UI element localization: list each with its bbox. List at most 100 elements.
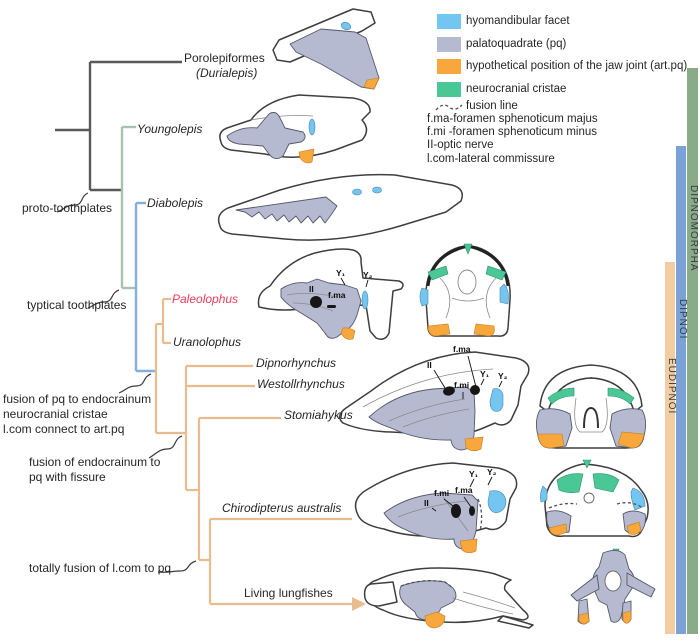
y2-label: Y₂ bbox=[363, 270, 373, 280]
foramen-minus-label: f.mi bbox=[434, 488, 450, 498]
node-proto-toothplates: proto-toothplates bbox=[22, 201, 113, 215]
clade-bar-eudipnoi bbox=[665, 262, 675, 634]
median-fossa bbox=[457, 269, 477, 295]
hyomandibular-facet-region bbox=[352, 188, 362, 196]
node-line: fusion of endocrainum to bbox=[29, 455, 161, 469]
foramen-majus-mark bbox=[469, 506, 475, 516]
legend-swatch-palatoquadrate bbox=[437, 37, 461, 52]
skull-porolepiformes-lateral bbox=[263, 2, 393, 97]
optic-nerve-label: II bbox=[424, 498, 429, 508]
hyomandibular-facet-left bbox=[419, 287, 429, 307]
hyomandibular-facet-region bbox=[489, 388, 504, 412]
jaw-joint-left bbox=[427, 323, 451, 337]
skull-dipnorhynchus-posterior bbox=[526, 356, 656, 461]
skull-living-lungfish-posterior bbox=[563, 543, 663, 635]
jaw-joint-right bbox=[617, 431, 645, 449]
taxon-diabolepis: Diabolepis bbox=[147, 196, 204, 210]
jaw-joint-right bbox=[626, 521, 642, 535]
cristae-left bbox=[547, 387, 575, 405]
foramen-majus-label: f.ma bbox=[328, 290, 346, 300]
legend-swatch-cristae bbox=[437, 82, 461, 97]
clade-label-dipnomorpha: DIPNOMORPHA bbox=[688, 185, 699, 272]
hyomandibular-facet-region bbox=[361, 290, 369, 310]
skull-paleolophus-lateral: II f.ma Y₁ Y₂ bbox=[253, 243, 433, 350]
skull-outline bbox=[219, 94, 371, 158]
cristae-top bbox=[463, 243, 473, 255]
jaw-joint-right bbox=[473, 323, 495, 337]
optic-nerve-foramen bbox=[443, 386, 455, 396]
y1-label: Y₁ bbox=[469, 469, 479, 479]
taxon-youngolepis: Youngolepis bbox=[137, 122, 203, 136]
skull-chirodipterus-posterior bbox=[533, 456, 661, 548]
jaw-joint-region bbox=[340, 327, 356, 340]
node-fusion-endocrainum-pq: fusion of endocrainum to pq with fissure bbox=[29, 455, 160, 485]
pq-region bbox=[289, 28, 380, 90]
hyomandibular-facet-region-2 bbox=[372, 186, 382, 194]
taxon-stomiahykus: Stomiahykus bbox=[284, 408, 353, 422]
branch-root bbox=[55, 60, 182, 192]
clade-bar-dipnoi bbox=[676, 146, 686, 634]
anterior-tip bbox=[363, 581, 398, 607]
cristae-right bbox=[485, 265, 507, 281]
foramen-minus-mark bbox=[451, 504, 461, 518]
taxon-living-lungfishes: Living lungfishes bbox=[244, 586, 333, 600]
jaw-joint-region bbox=[424, 611, 446, 629]
living-lungfishes-arrow-icon bbox=[352, 597, 366, 611]
foramen-minus-label: f.mi bbox=[454, 380, 470, 390]
node-squiggle-connectors bbox=[56, 192, 197, 573]
legend-swatch-hyomandibular bbox=[437, 14, 461, 29]
taxon-chirodipterus: Chirodipterus australis bbox=[222, 501, 342, 515]
cristae-left bbox=[427, 265, 449, 281]
optic-nerve-foramen bbox=[310, 296, 322, 308]
foramen-majus-mark bbox=[470, 385, 480, 395]
abbrev-fma: f.ma-foramen sphenoticum majus bbox=[427, 113, 598, 125]
node-typical-toothplates: typtical toothplates bbox=[27, 298, 127, 312]
pq-region bbox=[226, 111, 306, 159]
y1-label: Y₁ bbox=[336, 268, 346, 278]
jaw-joint-region bbox=[459, 538, 478, 554]
taxon-dipnorhynchus: Dipnorhynchus bbox=[256, 356, 337, 370]
node-line: l.com connect to art.pq bbox=[3, 422, 125, 436]
posterior-process bbox=[497, 615, 534, 629]
jaw-joint-left bbox=[578, 612, 590, 625]
foramen-majus-label: f.ma bbox=[453, 344, 471, 354]
skull-diabolepis-lateral bbox=[210, 166, 472, 258]
abbrev-lcom: l.com-lateral commissure bbox=[427, 152, 555, 165]
legend-label-fusion-line: fusion line bbox=[466, 100, 518, 112]
abbrev-fmi: f.mi -foramen sphenoticum minus bbox=[427, 126, 598, 139]
jaw-joint-right bbox=[622, 610, 632, 624]
skull-paleolophus-posterior bbox=[416, 238, 520, 353]
legend-label-palatoquadrate: palatoquadrate (pq) bbox=[466, 38, 567, 50]
foramen-majus-mark bbox=[327, 305, 336, 308]
median-foramen bbox=[583, 492, 595, 504]
jaw-joint-region bbox=[464, 436, 484, 452]
legend-abbreviations: f.ma-foramen sphenoticum majus f.mi -for… bbox=[427, 113, 598, 166]
optic-nerve-label: II bbox=[427, 360, 432, 370]
abbrev-optic-nerve: II-optic nerve bbox=[427, 139, 494, 152]
branch-dipnoi-clade bbox=[154, 297, 353, 606]
node-totally-fusion-lcom: totally fusion of l.com to pq bbox=[29, 561, 172, 575]
node-line: neurocranial cristae bbox=[3, 407, 108, 421]
hyomandibular-facet-region bbox=[487, 490, 507, 514]
pq-region bbox=[368, 386, 476, 451]
y1-label: Y₁ bbox=[480, 369, 490, 379]
legend-swatch-jaw-joint bbox=[437, 59, 461, 74]
taxon-paleolophus: Paleolophus bbox=[172, 292, 239, 306]
skull-chirodipterus-lateral: f.mi f.ma II Y₁ Y₂ bbox=[348, 453, 538, 555]
jaw-joint-left bbox=[548, 523, 568, 536]
jaw-joint-left bbox=[537, 433, 565, 449]
legend-label-hyomandibular: hyomandibular facet bbox=[466, 15, 570, 27]
skull-outline bbox=[217, 173, 464, 241]
taxon-porolepiformes-genus: (Durialepis) bbox=[196, 66, 258, 80]
node-line: fusion of pq to endocrainum bbox=[3, 392, 152, 406]
pq-toothed-region bbox=[235, 196, 338, 224]
skull-youngolepis-lateral bbox=[213, 86, 381, 170]
jaw-joint-region bbox=[363, 77, 380, 90]
taxon-uranolophus: Uranolophus bbox=[173, 335, 242, 349]
y2-label: Y₂ bbox=[498, 371, 508, 381]
hyomandibular-facet-region bbox=[308, 118, 316, 136]
wing-right bbox=[626, 572, 656, 598]
branch-typical-clade bbox=[134, 201, 155, 373]
